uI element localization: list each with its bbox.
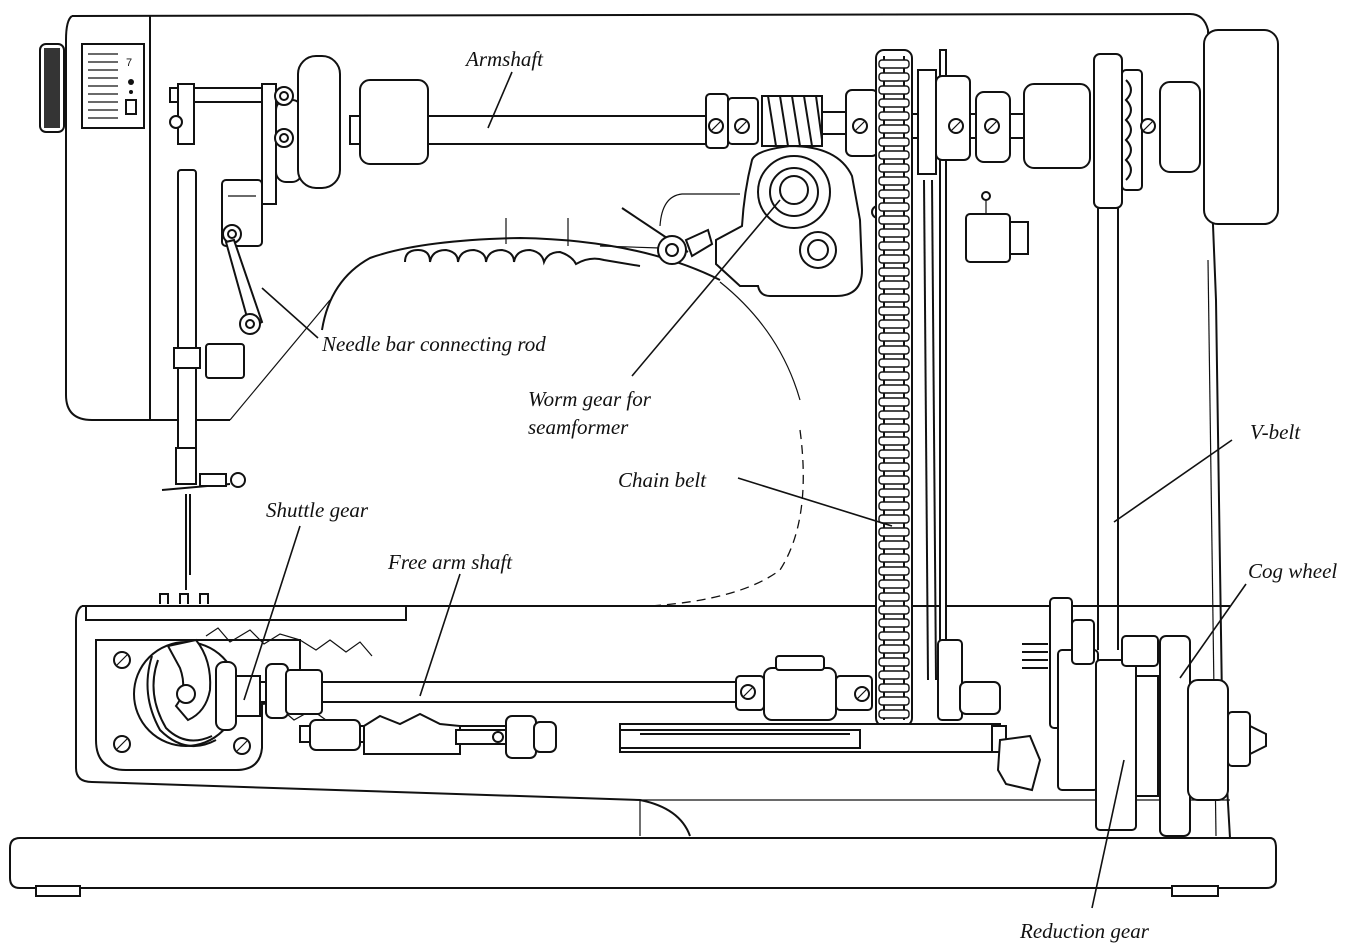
dial-digit: 7 [126, 57, 132, 69]
chain-links [878, 59, 910, 719]
chain-link [878, 709, 910, 719]
chain-link [878, 72, 910, 82]
chain-belt-leader [737, 477, 893, 527]
label-shuttle-gear: Shuttle gear [266, 498, 369, 522]
chain-link [878, 124, 910, 134]
chain-link [878, 592, 910, 602]
chain-link [878, 436, 910, 446]
chain-link [878, 280, 910, 290]
chain-link [878, 423, 910, 433]
chain-link [878, 98, 910, 108]
chain-link [878, 371, 910, 381]
chain-link [878, 397, 910, 407]
reduction-gear-leader [1091, 759, 1125, 909]
chain-link [878, 475, 910, 485]
chain-link [878, 228, 910, 238]
chain-link [878, 566, 910, 576]
chain-link [878, 579, 910, 589]
chain-link [878, 241, 910, 251]
chain-link [878, 488, 910, 498]
chain-link [878, 202, 910, 212]
stitch-dial: 7 [39, 43, 145, 133]
chain-link [878, 618, 910, 628]
chain-link [878, 163, 910, 173]
upper-pulley-assembly [911, 29, 1279, 701]
worm-thread [761, 95, 823, 147]
chain-link [878, 527, 910, 537]
label-cog-wheel: Cog wheel [1248, 559, 1337, 583]
chain-belt [875, 49, 913, 727]
chain-link [878, 449, 910, 459]
v-belt [923, 179, 1119, 681]
chain-link [878, 215, 910, 225]
label-chain-belt: Chain belt [618, 468, 707, 492]
dial-knurl [44, 48, 60, 128]
shuttle [133, 638, 239, 747]
chain-link [878, 267, 910, 277]
needle-bar-leader [261, 287, 319, 339]
chain-link [878, 670, 910, 680]
label-worm-gear-line2: seamformer [528, 415, 629, 439]
chain-link [878, 176, 910, 186]
chain-link [878, 59, 910, 69]
chain-link [878, 683, 910, 693]
label-free-arm-shaft: Free arm shaft [387, 550, 513, 574]
leader-lines [243, 71, 1247, 909]
chain-link [878, 540, 910, 550]
chain-link [878, 410, 910, 420]
chain-link [878, 150, 910, 160]
chain-link [878, 189, 910, 199]
label-reduction-gear: Reduction gear [1019, 919, 1150, 943]
chain-link [878, 137, 910, 147]
needle-bar-assembly [161, 169, 264, 590]
chain-link [878, 332, 910, 342]
cog-wheel-leader [1179, 583, 1247, 679]
chain-link [878, 553, 910, 563]
label-armshaft: Armshaft [464, 47, 544, 71]
label-v-belt: V-belt [1250, 420, 1301, 444]
shuttle-area [85, 593, 407, 771]
labels: Armshaft Needle bar connecting rod Worm … [266, 47, 1337, 943]
chain-link [878, 514, 910, 524]
chain-link [878, 85, 910, 95]
label-worm-gear-line1: Worm gear for [528, 387, 652, 411]
worm-gear-leader [631, 199, 781, 377]
chain-link [878, 306, 910, 316]
v-belt-leader [1113, 439, 1233, 523]
free-arm-shaft-leader [419, 573, 461, 697]
chain-link [878, 462, 910, 472]
shuttle-gear-leader [243, 525, 301, 701]
chain-link [878, 644, 910, 654]
worm-gear-housing [715, 144, 885, 297]
chain-link [878, 111, 910, 121]
free-arm-shaft [259, 655, 873, 759]
base-plate [9, 800, 1277, 897]
lower-right-assembly [619, 597, 1267, 837]
chain-link [878, 293, 910, 303]
chain-link [878, 657, 910, 667]
armshaft [169, 55, 879, 205]
chain-link [878, 501, 910, 511]
label-needle-bar-connecting-rod: Needle bar connecting rod [321, 332, 546, 356]
chain-link [878, 631, 910, 641]
chain-link [878, 254, 910, 264]
armshaft-leader [487, 71, 513, 129]
chain-link [878, 384, 910, 394]
dial-ridges [88, 53, 118, 119]
chain-link [878, 358, 910, 368]
chain-link [878, 345, 910, 355]
presser-bar-linkage [404, 193, 740, 267]
chain-link [878, 696, 910, 706]
chain-link [878, 605, 910, 615]
chain-link [878, 319, 910, 329]
